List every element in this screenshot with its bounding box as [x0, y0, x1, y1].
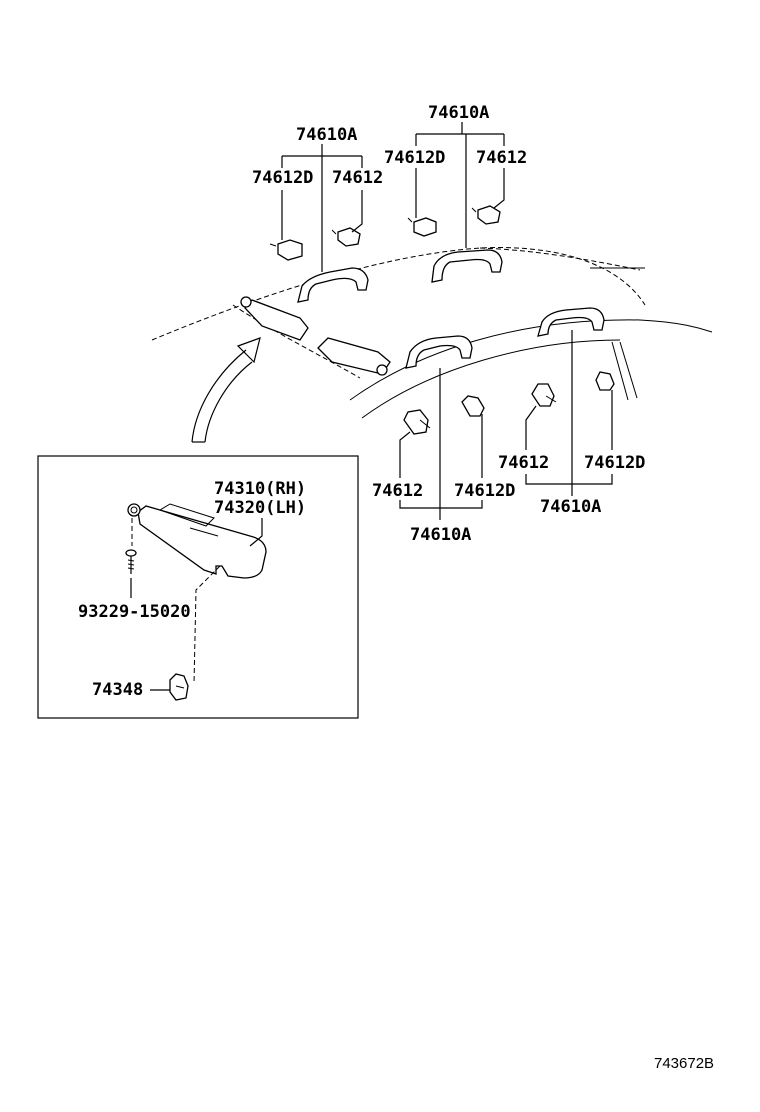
label-holder-clip: 74348 [92, 680, 143, 700]
label-grip-assy-top-left: 74610A [296, 125, 357, 145]
label-holder-d-mid-left: 74612D [454, 481, 515, 501]
label-holder-d-top-right: 74612D [384, 148, 445, 168]
assist-grip-front-left [297, 267, 369, 303]
label-visor-rh: 74310(RH) [214, 479, 306, 499]
label-holder-d-mid-right: 74612D [584, 453, 645, 473]
label-grip-assy-mid-left: 74610A [410, 525, 471, 545]
label-holder-top-left: 74612 [332, 168, 383, 188]
leader-lines-middle [399, 330, 613, 520]
assist-grip-rear-left [431, 249, 503, 283]
label-holder-mid-left: 74612 [372, 481, 423, 501]
sun-visor [137, 505, 267, 579]
roof-outline [151, 247, 713, 419]
screw-part [125, 549, 137, 574]
label-holder-mid-right: 74612 [498, 453, 549, 473]
label-visor-lh: 74320(LH) [214, 498, 306, 518]
assist-grip-front-right [405, 335, 473, 369]
sun-visor-right-installed [317, 337, 391, 376]
diagram-id: 743672B [654, 1055, 714, 1072]
sun-visor-left-installed [240, 296, 309, 341]
visor-hinge [127, 503, 141, 517]
assist-grip-rear-right [537, 307, 605, 337]
label-screw: 93229-15020 [78, 602, 191, 622]
holder-clip-part [169, 673, 189, 701]
callout-arrow [191, 337, 261, 443]
holder-clips [269, 205, 615, 435]
label-holder-d-top-left: 74612D [252, 168, 313, 188]
label-grip-assy-top-right: 74610A [428, 103, 489, 123]
label-grip-assy-mid-right: 74610A [540, 497, 601, 517]
leader-lines-top [281, 122, 505, 272]
visor-detail-box [37, 455, 359, 719]
vanity-mirror [158, 503, 215, 527]
label-holder-top-right: 74612 [476, 148, 527, 168]
